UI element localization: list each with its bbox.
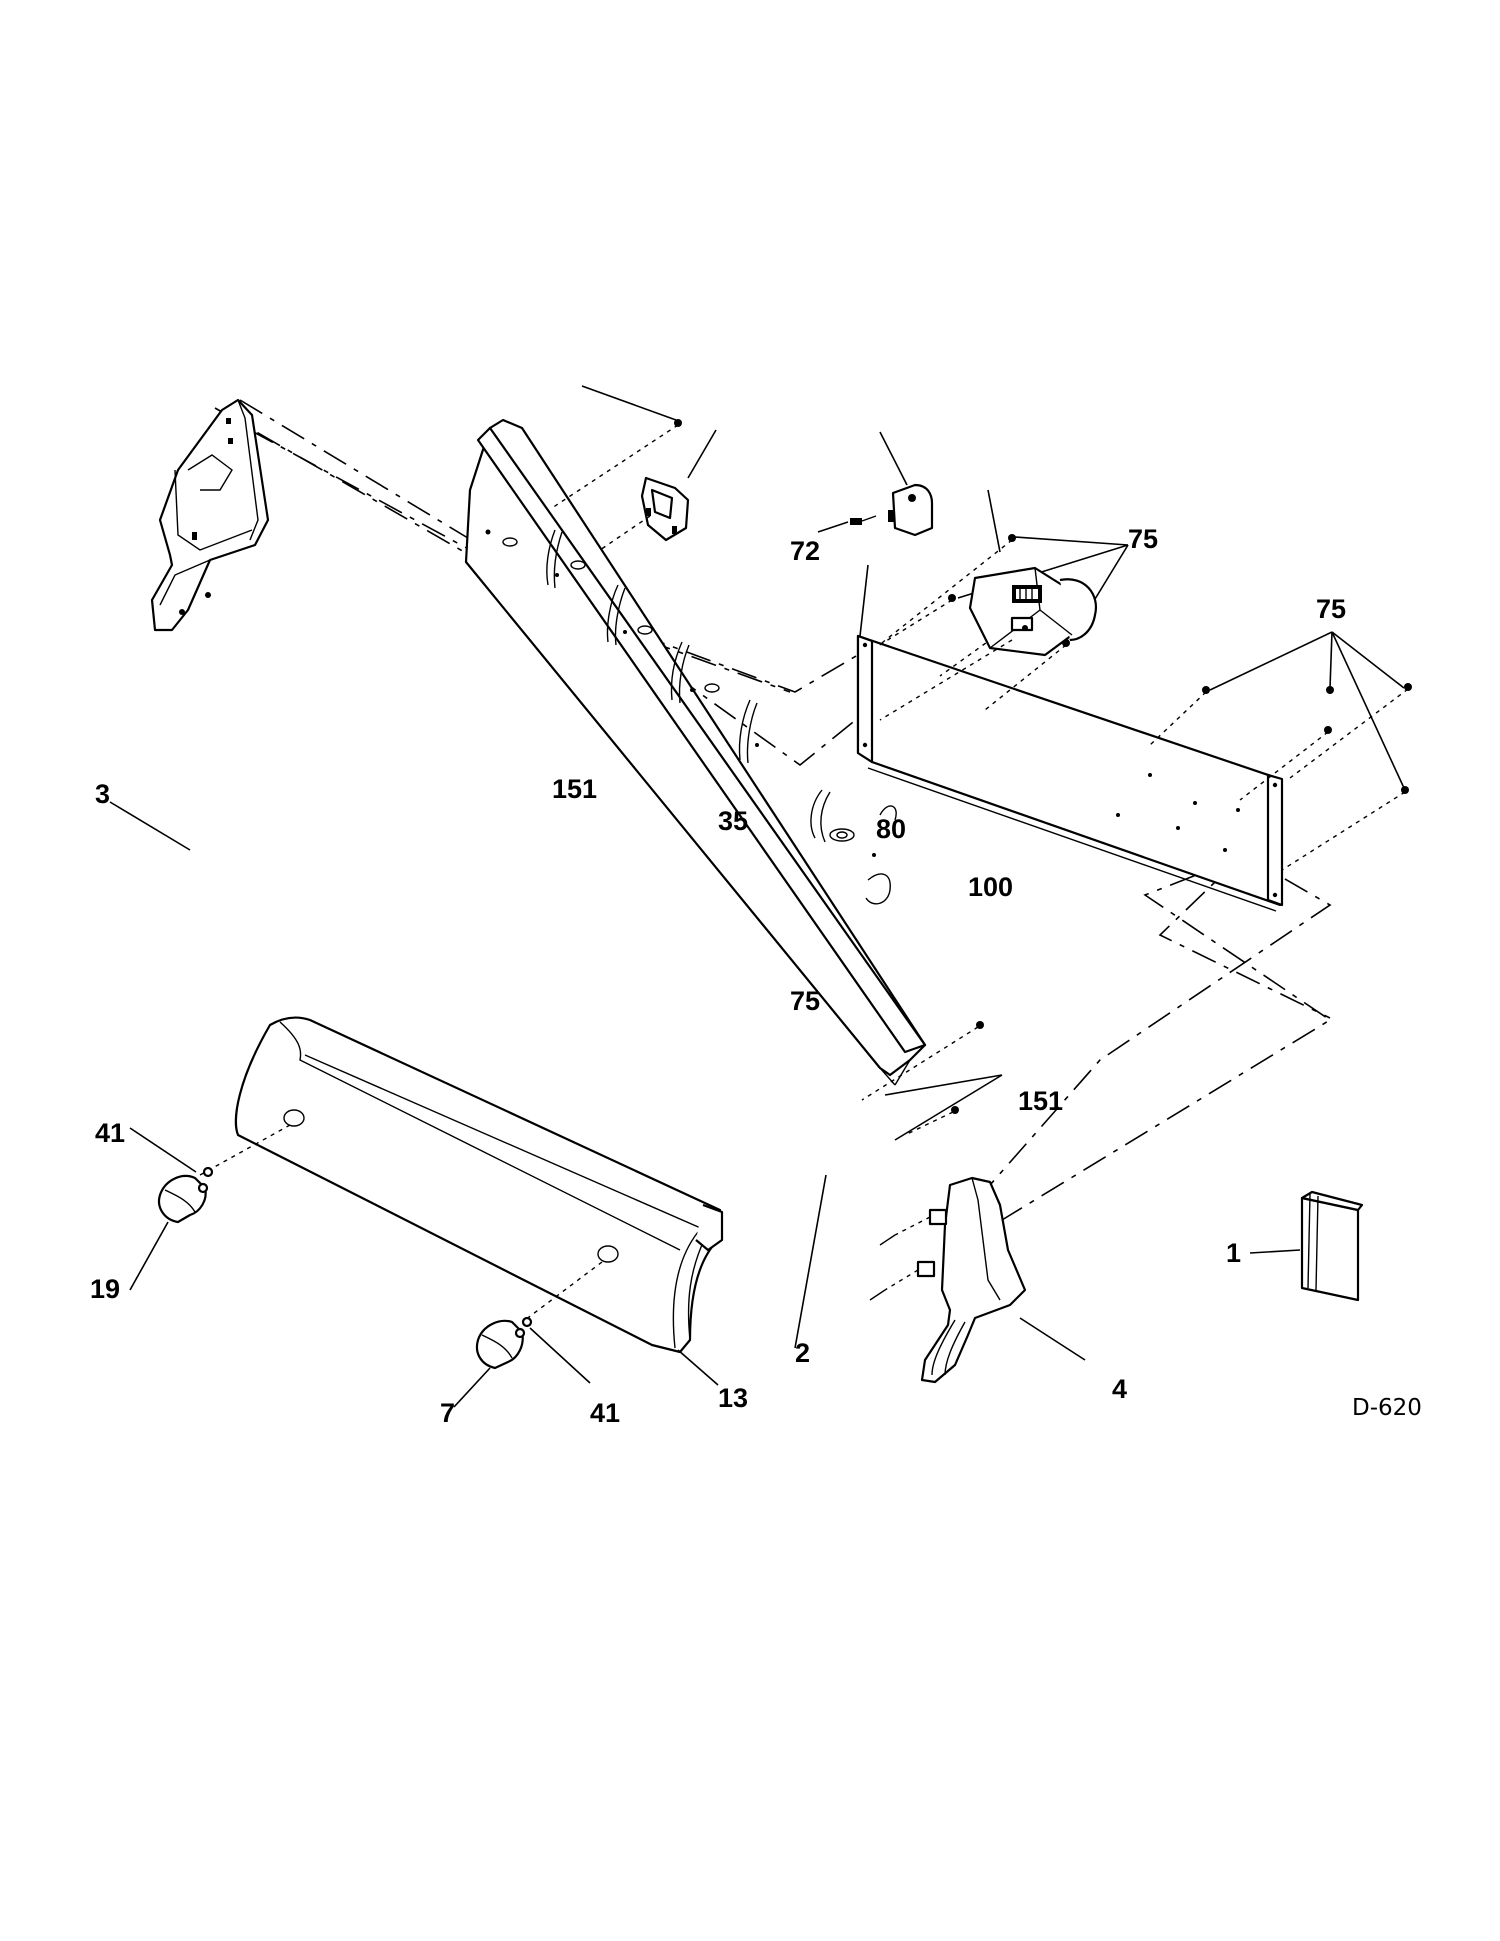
callout-labels: 72 75 75 3 151 35 80 100 75 151 41 19 2 … [90,524,1422,1428]
callout-13: 13 [718,1383,748,1413]
callout-75-mid: 75 [790,986,820,1016]
screw-icon [850,518,862,525]
callout-80: 80 [876,814,906,844]
screw-151-top [551,385,682,509]
leader-line [859,564,869,637]
callout-1: 1 [1226,1238,1241,1268]
callout-72: 72 [790,536,820,566]
timer-100 [879,489,1098,721]
control-panel-2 [464,418,927,1086]
diagram-code: D-620 [1352,1395,1422,1421]
owners-manual-1 [1249,1190,1364,1302]
clip-41-left [129,1127,214,1178]
screw-icon [1326,686,1334,694]
screw-icon [948,594,956,602]
panel-holes [485,529,876,857]
callout-151-top: 151 [552,774,597,804]
screw-icon [1401,786,1409,794]
screw-75-group-right [1149,631,1412,871]
callout-100: 100 [968,872,1013,902]
knob-7 [453,1319,526,1408]
screw-151-right [861,1021,1003,1141]
callout-41-left: 41 [95,1118,125,1148]
leader-line [794,1174,827,1349]
right-end-cap-4 [869,1176,1086,1384]
callout-41-bottom: 41 [590,1398,620,1428]
callout-151-right: 151 [1018,1086,1063,1116]
switch-35 [599,429,717,551]
callout-35: 35 [718,806,748,836]
clip-41-bottom [521,1316,591,1384]
callout-3: 3 [95,779,110,809]
callout-19: 19 [90,1274,120,1304]
screw-icon [1202,686,1210,694]
screw-icon [674,419,682,427]
screw-icon [1324,726,1332,734]
callout-4: 4 [1112,1374,1127,1404]
front-panel-13 [199,1016,724,1354]
leader-line [109,801,191,851]
panel-slots [546,529,897,843]
callout-75-right: 75 [1316,594,1346,624]
callout-75-top: 75 [1128,524,1158,554]
left-end-cap-3 [150,398,270,632]
knob-19 [129,1174,209,1291]
screw-icon [1404,683,1412,691]
rear-panel-72 [856,634,1284,912]
bracket-80 [879,431,934,537]
callout-2: 2 [795,1338,810,1368]
screw-75-middle [817,515,877,533]
leader-line [677,1349,719,1386]
callout-7: 7 [440,1398,455,1428]
